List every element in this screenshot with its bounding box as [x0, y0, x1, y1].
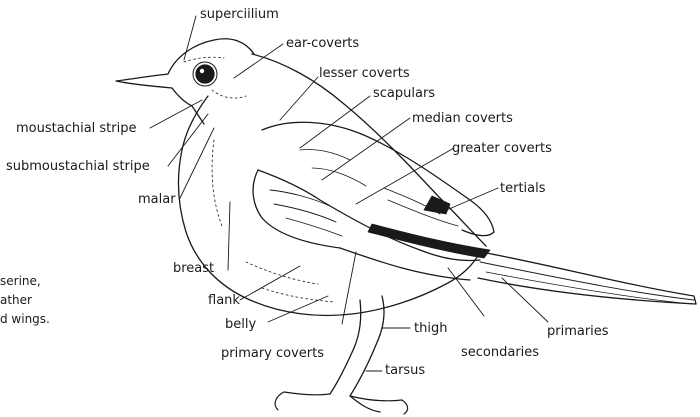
caption-line-3: d wings.	[0, 310, 50, 329]
caption-line-2: ather	[0, 291, 32, 310]
label-greater-coverts: greater coverts	[452, 141, 552, 157]
label-moustachial-stripe: moustachial stripe	[16, 121, 136, 137]
label-ear-coverts: ear-coverts	[286, 36, 359, 52]
label-submoustachial-stripe: submoustachial stripe	[6, 159, 150, 175]
label-breast: breast	[173, 261, 214, 277]
label-tertials: tertials	[500, 181, 546, 197]
label-belly: belly	[225, 317, 256, 333]
label-secondaries: secondaries	[461, 345, 539, 361]
label-median-coverts: median coverts	[412, 111, 513, 127]
body-texture	[212, 140, 334, 302]
label-supercilium: superciilium	[200, 7, 279, 23]
label-scapulars: scapulars	[373, 86, 435, 102]
label-lesser-coverts: lesser coverts	[319, 66, 410, 82]
label-primaries: primaries	[547, 324, 609, 340]
label-tarsus: tarsus	[385, 363, 425, 379]
tail	[470, 250, 696, 304]
caption-line-1: serine,	[0, 272, 41, 291]
label-flank: flank	[208, 293, 240, 309]
label-primary-coverts: primary coverts	[221, 346, 324, 362]
label-thigh: thigh	[414, 321, 447, 337]
head	[116, 39, 254, 124]
label-malar: malar	[138, 192, 176, 208]
